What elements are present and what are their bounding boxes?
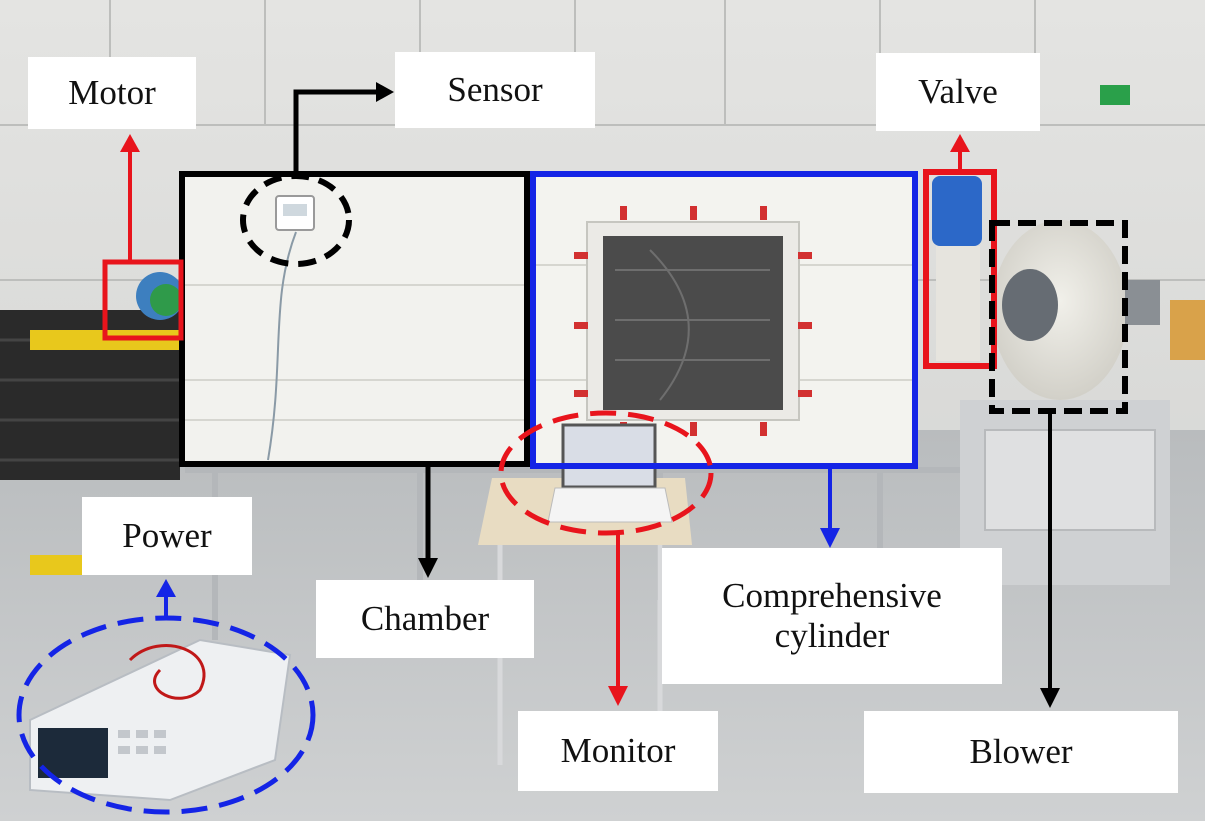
cardboard-box [1170, 300, 1205, 360]
label-motor: Motor [28, 57, 196, 129]
label-power: Power [82, 497, 252, 575]
label-chamber: Chamber [316, 580, 534, 658]
power-analyzer [29, 638, 292, 802]
valve-actuator [932, 176, 982, 246]
label-monitor: Monitor [518, 711, 718, 791]
chamber-body [182, 174, 527, 464]
arrows [120, 82, 1060, 708]
blower-highlight [989, 220, 1128, 414]
label-sensor: Sensor [395, 52, 595, 128]
exit-sign [1100, 85, 1130, 105]
motor-highlight [102, 259, 184, 341]
monitor-highlight [498, 410, 714, 536]
label-comprehensive-cylinder: Comprehensive cylinder [662, 548, 1002, 684]
blower-housing [992, 220, 1128, 400]
valve-body [936, 246, 980, 361]
label-blower: Blower [864, 711, 1178, 793]
viewing-window [603, 236, 783, 410]
sensor-cable [267, 231, 297, 461]
label-valve: Valve [876, 53, 1040, 131]
laptop-keyboard [547, 487, 673, 523]
cylinder-outline [530, 171, 918, 469]
laptop-screen [561, 423, 657, 489]
